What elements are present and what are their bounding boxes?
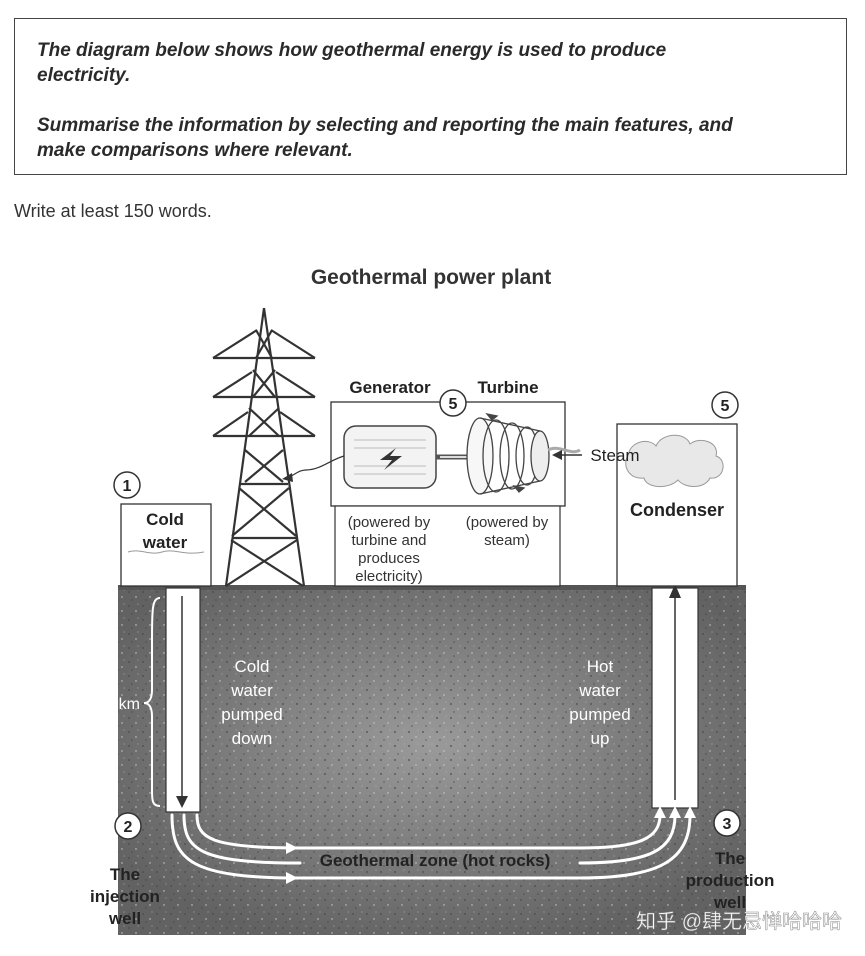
svg-text:(powered by: (powered by	[466, 514, 549, 531]
svg-text:water: water	[230, 681, 273, 700]
word-count-instruction: Write at least 150 words.	[14, 201, 212, 221]
stage-2-badge: 2	[114, 812, 142, 840]
svg-text:pumped: pumped	[569, 705, 630, 724]
svg-text:Condenser: Condenser	[630, 500, 724, 520]
depth-label: 4.5 km	[92, 696, 140, 713]
svg-text:injection: injection	[90, 887, 160, 906]
svg-text:The: The	[110, 865, 140, 884]
svg-text:production: production	[686, 871, 775, 890]
diagram-title: Geothermal power plant	[311, 266, 551, 289]
svg-text:Generator: Generator	[349, 378, 431, 397]
task-text-line-3: Summarise the information by selecting a…	[37, 115, 733, 136]
task-text-line-2: electricity.	[37, 65, 131, 86]
svg-text:(powered by: (powered by	[348, 514, 431, 531]
svg-text:2: 2	[124, 819, 133, 836]
production-well-shaft	[651, 584, 699, 809]
svg-text:Cold: Cold	[235, 657, 270, 676]
svg-text:Turbine: Turbine	[477, 378, 538, 397]
stage-1-badge: 1	[113, 471, 141, 499]
injection-well-shaft	[165, 587, 201, 813]
stage-3-badge: 3	[713, 809, 741, 837]
svg-text:The: The	[715, 849, 745, 868]
svg-text:electricity): electricity)	[355, 568, 423, 585]
generator-note: (powered by turbine and produces electri…	[348, 514, 431, 585]
svg-text:down: down	[232, 729, 273, 748]
steam-arrow	[547, 446, 582, 460]
task-box: The diagram below shows how geothermal e…	[14, 18, 847, 175]
hot-rock-flow-arrows	[170, 813, 692, 880]
stage-4-badge: 5	[711, 391, 739, 419]
geothermal-zone-label: Geothermal zone (hot rocks)	[320, 851, 550, 870]
svg-text:3: 3	[723, 816, 732, 833]
svg-text:steam): steam)	[484, 532, 530, 549]
turbine-note: (powered by steam)	[466, 514, 549, 549]
svg-text:well: well	[108, 909, 141, 928]
svg-text:water: water	[142, 533, 188, 552]
stage-5-badge: 5	[439, 389, 467, 417]
injection-well-label: The injection well	[90, 865, 160, 928]
electricity-pylon-icon	[212, 307, 316, 587]
production-well-label: The production well	[686, 849, 775, 912]
svg-text:Cold: Cold	[146, 510, 184, 529]
svg-text:Hot: Hot	[587, 657, 614, 676]
steam-label: Steam	[590, 446, 639, 465]
svg-text:turbine and: turbine and	[351, 532, 426, 549]
hot-water-pumped-up-label: Hot water pumped up	[569, 657, 630, 748]
svg-text:well: well	[713, 893, 746, 912]
svg-text:5: 5	[449, 396, 458, 413]
generator-icon	[343, 425, 437, 489]
svg-text:up: up	[591, 729, 610, 748]
flow-arrowheads	[286, 806, 696, 884]
svg-text:produces: produces	[358, 550, 420, 567]
svg-text:water: water	[578, 681, 621, 700]
svg-text:5: 5	[721, 398, 730, 415]
turbine-icon	[466, 413, 550, 495]
svg-text:1: 1	[123, 478, 132, 495]
task-text-line-4: make comparisons where relevant.	[37, 140, 353, 161]
watermark: 知乎 @肆无忌惮哈哈哈	[636, 910, 842, 933]
svg-text:pumped: pumped	[221, 705, 282, 724]
task-text-line-1: The diagram below shows how geothermal e…	[37, 40, 667, 61]
generator-turbine-label: Generator Turbine	[349, 378, 538, 397]
cold-water-tank: Cold water	[120, 503, 212, 587]
condenser-building: Condenser	[616, 423, 738, 587]
depth-brace	[143, 597, 161, 807]
cold-water-pumped-down-label: Cold water pumped down	[221, 657, 282, 748]
